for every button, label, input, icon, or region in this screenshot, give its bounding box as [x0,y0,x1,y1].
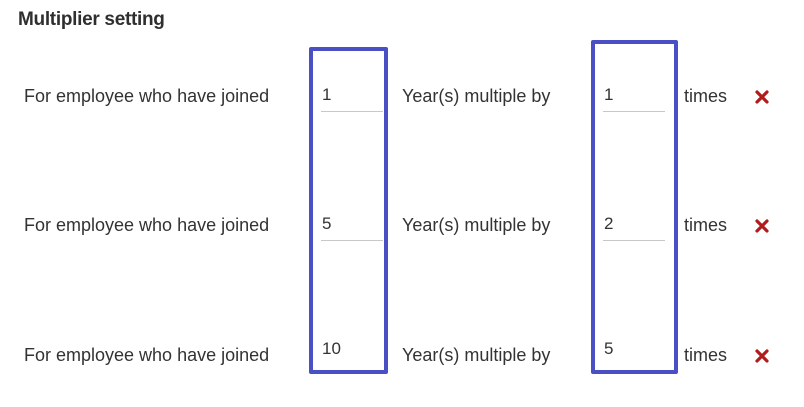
mid-label: Year(s) multiple by [402,215,551,235]
close-x-icon [755,219,769,233]
years-field[interactable]: 10 [322,339,341,358]
row-label: For employee who have joined [24,345,270,365]
multiplier-field[interactable]: 5 [604,339,614,358]
multiplier-field[interactable]: 1 [603,78,665,112]
remove-row-button[interactable] [754,348,770,364]
close-x-icon [755,90,769,104]
unit-label: times [684,215,728,235]
unit-label: times [684,345,728,365]
mid-label: Year(s) multiple by [402,86,551,106]
years-field[interactable]: 1 [321,78,383,112]
close-x-icon [755,349,769,363]
multiplier-field[interactable]: 2 [603,207,665,241]
remove-row-button[interactable] [754,89,770,105]
row-label: For employee who have joined [24,215,270,235]
section-title: Multiplier setting [18,9,165,30]
unit-label: times [684,86,728,106]
mid-label: Year(s) multiple by [402,345,551,365]
years-field[interactable]: 5 [321,207,383,241]
remove-row-button[interactable] [754,218,770,234]
row-label: For employee who have joined [24,86,270,106]
